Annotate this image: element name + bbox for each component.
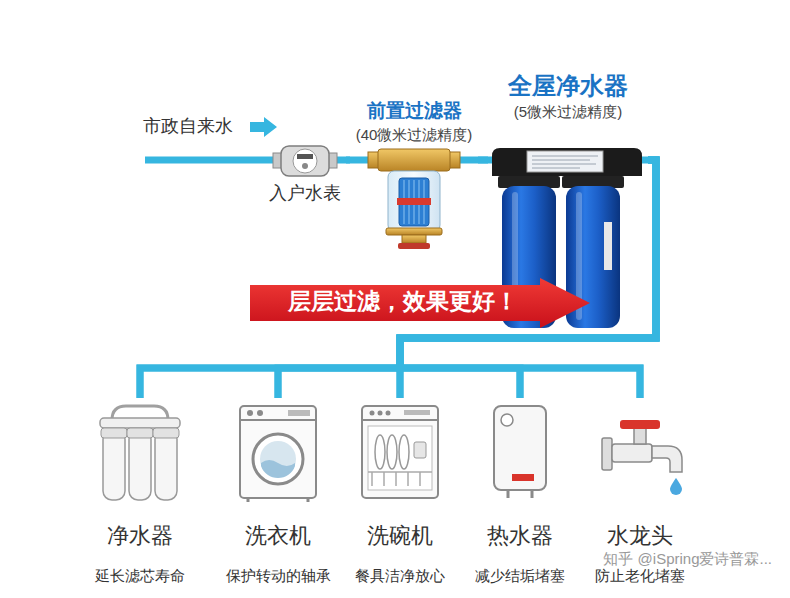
appliance-node: 洗碗机餐具洁净放心 [340, 398, 460, 590]
washing-machine-icon [257, 410, 263, 416]
dishwasher-icon [399, 435, 409, 469]
dishwasher-icon [414, 442, 426, 458]
appliance-benefit: 防止老化堵塞 [580, 567, 700, 585]
appliance-name: 热水器 [460, 523, 580, 549]
faucet-icon [612, 444, 652, 462]
inflow-arrow [250, 117, 277, 137]
washing-machine-icon [248, 498, 308, 502]
washing-machine-icon [247, 410, 253, 416]
appliance-node: 洗衣机保护转动的轴承 [218, 398, 338, 590]
whole-house-purifier-icon [532, 156, 598, 168]
pre-filter-icon [386, 228, 442, 235]
appliance-node: 热水器减少结垢堵塞 [460, 398, 580, 590]
water-pipe [140, 160, 656, 398]
washing-machine-icon [240, 419, 316, 421]
pre-filter-icon [378, 149, 450, 171]
dishwasher-icon [387, 435, 397, 469]
appliance-node: 净水器延长滤芯寿命 [80, 398, 200, 590]
water-pipe-connector [140, 160, 656, 398]
faucet-icon [602, 438, 612, 470]
water-pipe-connector [478, 157, 488, 164]
ro-purifier-icon [153, 428, 179, 438]
water-meter-icon [273, 146, 337, 176]
banner-arrow: 层层过滤，效果更好！ [250, 278, 590, 328]
dishwasher-icon [386, 411, 391, 416]
water-pipe-connector [400, 160, 656, 398]
washing-machine-icon [253, 434, 303, 484]
filter-title: 前置过滤器 [350, 100, 478, 123]
water-heater-icon [512, 474, 534, 481]
faucet-icon [620, 420, 660, 429]
faucet-icon [602, 420, 682, 495]
water-meter-icon [281, 146, 329, 176]
pre-filter-icon [388, 171, 440, 231]
dishwasher-icon [404, 410, 430, 415]
dishwasher-icon [368, 426, 432, 490]
purifier-title: 全屋净水器 [488, 72, 648, 101]
washing-machine-icon [288, 410, 310, 416]
water-pipe-connector [346, 157, 350, 164]
water-heater-icon [494, 406, 546, 490]
pre-filter-icon [398, 243, 430, 249]
water-meter-icon [302, 163, 308, 169]
appliance-node: 水龙头防止老化堵塞 [580, 398, 700, 590]
dishwasher-icon [375, 435, 385, 469]
water-heater-icon [508, 490, 532, 498]
water-meter-node: 入户水表 [264, 143, 346, 213]
purifier-spec: (5微米过滤精度) [488, 103, 648, 121]
dishwasher-icon [362, 406, 438, 498]
appliance-benefit: 减少结垢堵塞 [460, 567, 580, 585]
pre-filter-icon [397, 198, 431, 205]
banner-text: 层层过滤，效果更好！ [250, 278, 590, 324]
ro-purifier-icon [129, 430, 151, 500]
meter-label: 入户水表 [264, 183, 346, 205]
appliance-name: 水龙头 [580, 523, 700, 549]
ro-purifier-icon [103, 430, 125, 500]
faucet-icon [634, 428, 646, 444]
washing-machine-icon [261, 460, 295, 478]
pre-filter-node: 前置过滤器 (40微米过滤精度) [350, 98, 478, 250]
whole-house-purifier-icon [527, 151, 603, 172]
pre-filter-icon [368, 149, 460, 249]
appliance-name: 洗碗机 [340, 523, 460, 549]
banner-arrow-shape [250, 278, 590, 328]
dishwasher-icon [378, 411, 383, 416]
appliance-benefit: 餐具洁净放心 [340, 567, 460, 585]
whole-house-purifier-icon [604, 222, 612, 270]
water-meter-icon [293, 149, 317, 173]
appliance-name: 净水器 [80, 523, 200, 549]
appliance-benefit: 保护转动的轴承 [218, 567, 338, 585]
dishwasher-icon [370, 411, 375, 416]
faucet-icon [652, 446, 682, 472]
ro-purifier-icon [155, 430, 177, 500]
washing-machine-icon [240, 406, 316, 502]
whole-house-purifier-icon [492, 148, 642, 176]
ro-purifier-icon [100, 418, 180, 428]
ro-purifier-icon [100, 406, 180, 500]
washing-machine-icon [240, 406, 316, 498]
water-pipe-connector [400, 160, 656, 398]
dishwasher-icon [362, 406, 438, 498]
inflow-arrow [250, 117, 277, 137]
appliance-name: 洗衣机 [218, 523, 338, 549]
filter-spec: (40微米过滤精度) [350, 126, 478, 144]
ro-purifier-icon [101, 428, 127, 438]
water-pipe-connector [400, 160, 656, 398]
source-label: 市政自来水 [143, 116, 233, 138]
water-heater-icon [501, 414, 513, 426]
dishwasher-icon [368, 472, 432, 486]
dishwasher-icon [362, 419, 438, 421]
water-meter-icon [297, 154, 313, 159]
pre-filter-icon [402, 235, 426, 243]
watermark: 知乎 @iSpring爱诗普霖... [603, 550, 772, 568]
ro-purifier-icon [127, 428, 153, 438]
water-heater-icon [494, 406, 546, 498]
faucet-icon [670, 478, 682, 495]
water-pipe [140, 368, 640, 398]
appliance-benefit: 延长滤芯寿命 [80, 567, 200, 585]
